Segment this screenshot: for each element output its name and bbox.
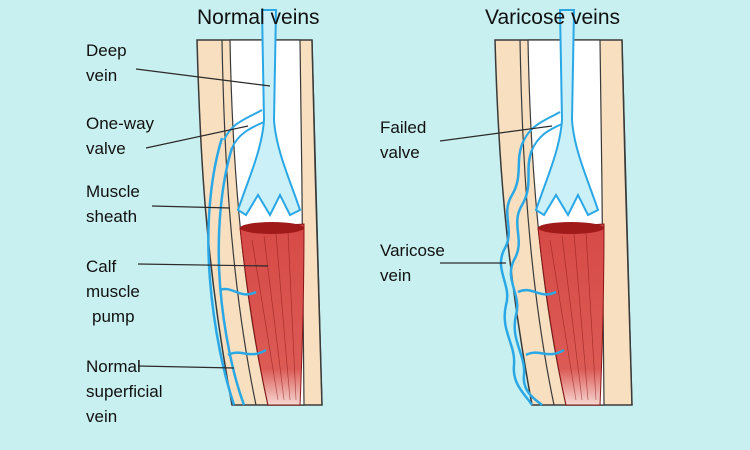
label-deep-vein: Deep vein xyxy=(86,41,127,85)
label-muscle-sheath: Muscle sheath xyxy=(86,182,140,226)
varicose-leg xyxy=(494,9,633,406)
label-calf-muscle-pump: Calf muscle pump xyxy=(86,257,140,326)
leader-muscle-sheath xyxy=(151,205,231,209)
varicose-deep-vein xyxy=(534,9,600,218)
normal-muscle-top xyxy=(240,222,304,234)
normal-muscle-fibers xyxy=(251,231,297,401)
leader-calf-muscle-pump xyxy=(137,263,269,267)
normal-superficial-vein xyxy=(207,137,236,406)
varicose-failed-valve xyxy=(523,111,563,151)
normal-valve-branch xyxy=(223,109,265,149)
normal-veins-title: Normal veins xyxy=(197,6,320,29)
leader-lines xyxy=(135,68,553,369)
label-varicose-vein: Varicose vein xyxy=(380,241,445,285)
leader-normal-superficial-vein xyxy=(137,365,235,369)
normal-perforator-1 xyxy=(219,287,257,296)
label-failed-valve: Failed valve xyxy=(380,118,427,162)
leader-deep-vein xyxy=(135,68,271,87)
leader-failed-valve xyxy=(439,125,553,142)
normal-perforator-2 xyxy=(227,348,267,357)
leader-one-way-valve xyxy=(145,125,249,149)
varicose-superficial-vein xyxy=(499,139,534,406)
label-normal-superficial-vein: Normal superficial vein xyxy=(86,357,163,426)
varicose-veins-title: Varicose veins xyxy=(485,6,621,29)
normal-leg xyxy=(196,9,323,406)
normal-deep-vein xyxy=(236,9,302,218)
label-one-way-valve: One-way valve xyxy=(86,114,155,158)
normal-calf-muscle xyxy=(239,223,305,406)
